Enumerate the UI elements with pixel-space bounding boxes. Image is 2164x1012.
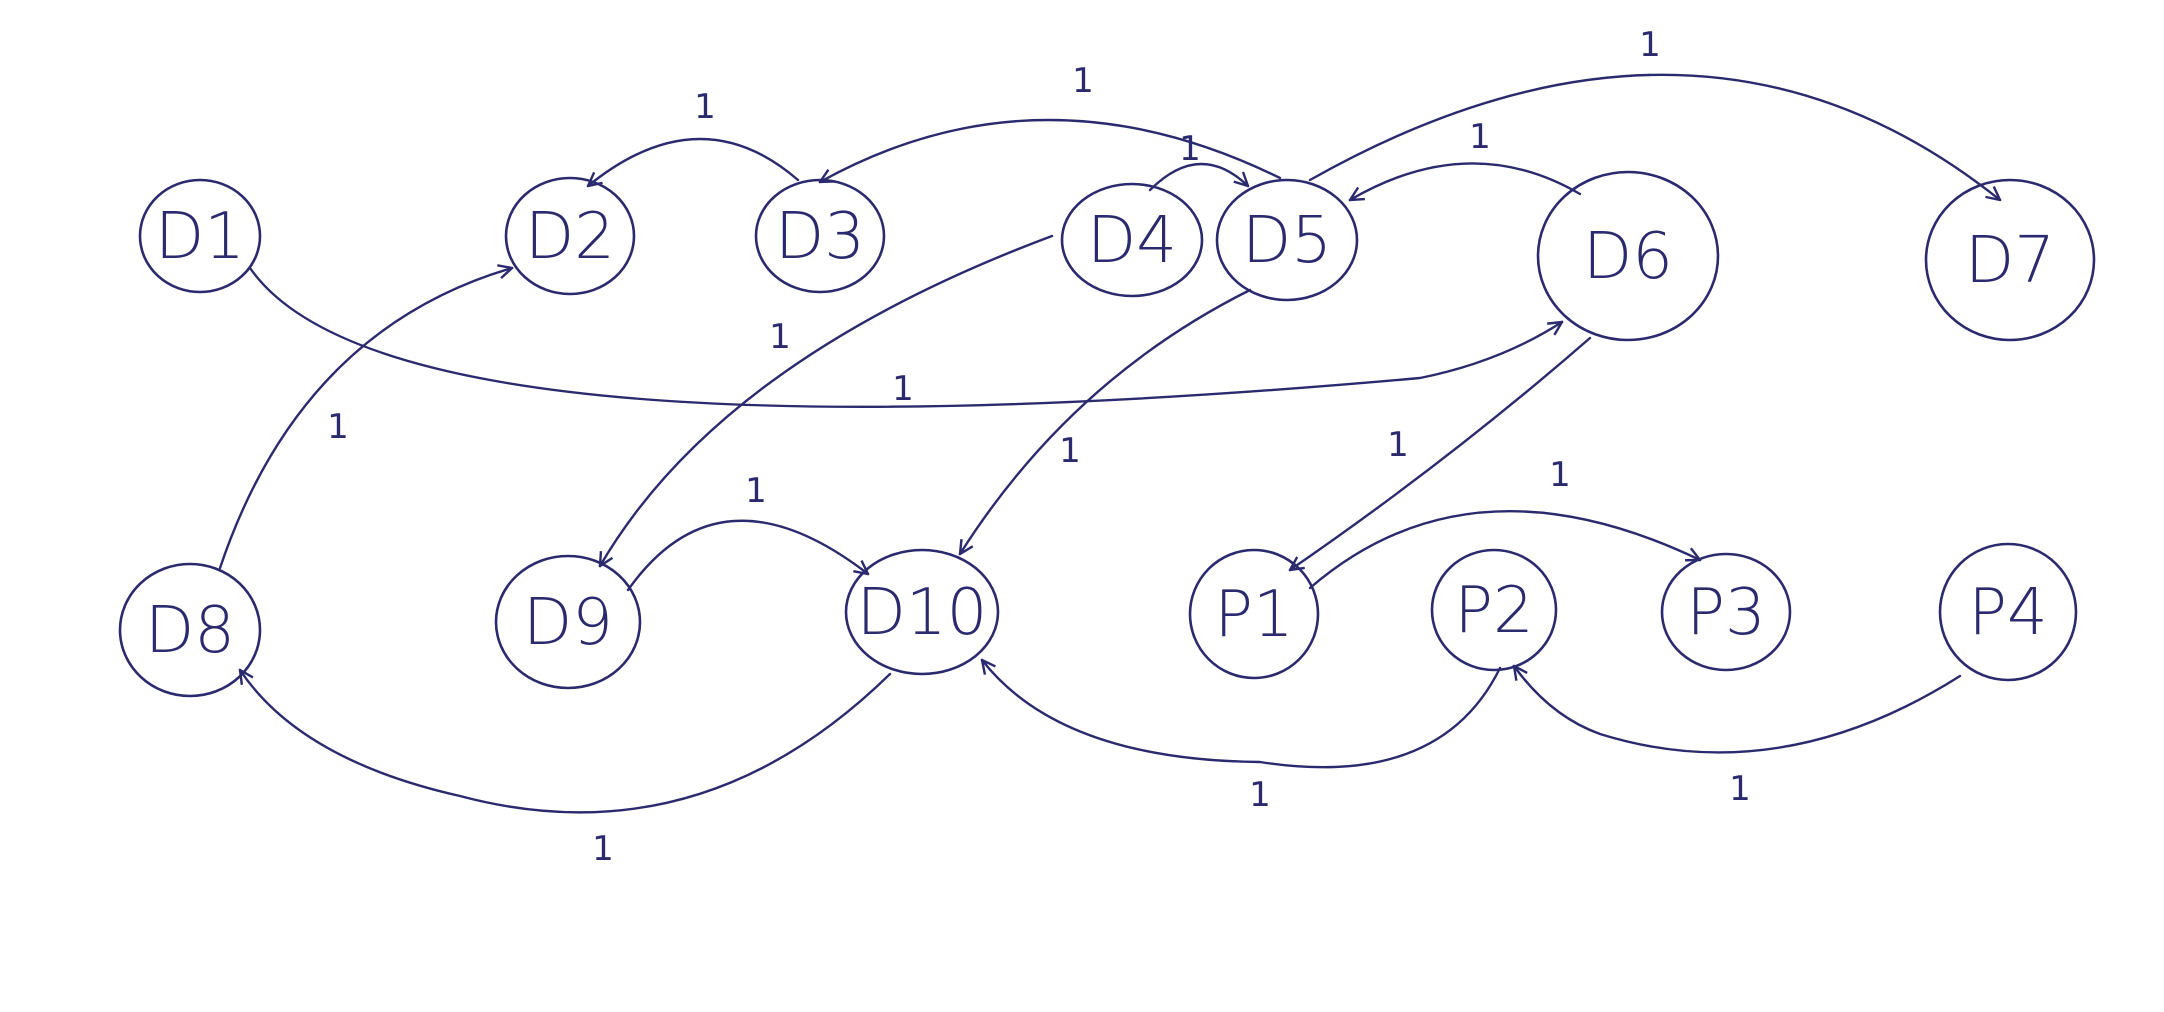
edge-weight-label: 1 bbox=[694, 87, 716, 127]
node-p1: P1 bbox=[1188, 548, 1320, 680]
edge-d4-to-d5: 1 bbox=[1148, 129, 1248, 192]
edge-weight-label: 1 bbox=[1387, 425, 1409, 465]
edge-arrow bbox=[1514, 666, 1962, 754]
edge-arrow bbox=[240, 670, 892, 814]
edges-layer: 1 1 1 1 1 1 1 1 1 1 1 1 1 1 1 bbox=[218, 25, 2000, 869]
node-circle bbox=[1430, 548, 1558, 672]
node-circle bbox=[844, 548, 1000, 676]
edge-weight-label: 1 bbox=[1059, 431, 1081, 471]
edge-arrow bbox=[1308, 510, 1700, 590]
node-circle bbox=[1060, 182, 1204, 298]
node-circle bbox=[1660, 552, 1792, 672]
node-d3: D3 bbox=[754, 178, 886, 294]
node-circle bbox=[504, 176, 636, 296]
node-d4: D4 bbox=[1060, 182, 1204, 298]
edge-arrow bbox=[960, 288, 1252, 554]
edge-weight-label: 1 bbox=[745, 471, 767, 511]
edge-arrow bbox=[1148, 162, 1248, 192]
node-label: P2 bbox=[1454, 574, 1533, 648]
edge-weight-label: 1 bbox=[327, 407, 349, 447]
node-label: D3 bbox=[775, 200, 865, 274]
node-d5: D5 bbox=[1215, 178, 1359, 302]
node-p2: P2 bbox=[1430, 548, 1558, 672]
node-circle bbox=[754, 178, 886, 294]
node-label: D6 bbox=[1583, 220, 1673, 294]
node-label: D8 bbox=[145, 594, 235, 668]
edge-arrow bbox=[248, 266, 1562, 408]
node-d1: D1 bbox=[138, 178, 262, 294]
node-label: D9 bbox=[523, 586, 613, 660]
node-circle bbox=[1215, 178, 1359, 302]
edge-d8-to-d2: 1 bbox=[218, 268, 512, 570]
node-circle bbox=[118, 562, 262, 698]
edge-d9-to-d10: 1 bbox=[626, 471, 868, 592]
edge-d5-to-d7: 1 bbox=[1308, 25, 2000, 200]
edge-arrow bbox=[1308, 73, 2000, 200]
edge-arrow bbox=[588, 137, 800, 186]
node-circle bbox=[1924, 178, 2096, 342]
node-p3: P3 bbox=[1660, 552, 1792, 672]
edge-arrow bbox=[820, 118, 1282, 182]
edge-p2-to-d10: 1 bbox=[982, 660, 1502, 815]
edge-d10-to-d8: 1 bbox=[240, 670, 892, 869]
node-label: D1 bbox=[155, 200, 245, 274]
edge-d3-to-d2: 1 bbox=[588, 87, 800, 186]
node-circle bbox=[1188, 548, 1320, 680]
node-label: D2 bbox=[525, 200, 615, 274]
edge-arrow bbox=[218, 268, 512, 570]
node-label: P1 bbox=[1214, 578, 1293, 652]
node-label: D7 bbox=[1965, 224, 2055, 298]
node-label: D10 bbox=[857, 576, 988, 650]
node-circle bbox=[1536, 170, 1720, 342]
edge-d5-to-d3: 1 bbox=[820, 61, 1282, 182]
node-d2: D2 bbox=[504, 176, 636, 296]
edge-weight-label: 1 bbox=[1072, 61, 1094, 101]
edge-weight-label: 1 bbox=[1549, 455, 1571, 495]
edge-arrow bbox=[982, 660, 1502, 769]
edge-arrow bbox=[600, 234, 1054, 566]
node-d10: D10 bbox=[844, 548, 1000, 676]
node-circle bbox=[494, 554, 642, 690]
edge-weight-label: 1 bbox=[1729, 769, 1751, 809]
edge-p4-to-p2: 1 bbox=[1514, 666, 1962, 809]
node-d8: D8 bbox=[118, 562, 262, 698]
edge-weight-label: 1 bbox=[1249, 775, 1271, 815]
node-label: D5 bbox=[1242, 204, 1332, 278]
edge-weight-label: 1 bbox=[592, 829, 614, 869]
node-label: P3 bbox=[1686, 576, 1765, 650]
edge-weight-label: 1 bbox=[769, 317, 791, 357]
edge-weight-label: 1 bbox=[1639, 25, 1661, 65]
node-d7: D7 bbox=[1924, 178, 2096, 342]
edge-d6-to-d5: 1 bbox=[1350, 117, 1582, 200]
edge-d6-to-p1: 1 bbox=[1290, 336, 1592, 570]
node-label: D4 bbox=[1087, 204, 1177, 278]
edge-d1-to-d6: 1 bbox=[248, 266, 1562, 409]
node-label: P4 bbox=[1968, 576, 2047, 650]
edge-d4-to-d9: 1 bbox=[600, 234, 1054, 566]
edge-arrow bbox=[626, 519, 868, 592]
node-d9: D9 bbox=[494, 554, 642, 690]
edge-arrow bbox=[1290, 336, 1592, 570]
edge-arrow bbox=[1350, 162, 1582, 200]
node-circle bbox=[1938, 542, 2078, 682]
edge-weight-label: 1 bbox=[892, 369, 914, 409]
node-circle bbox=[138, 178, 262, 294]
node-p4: P4 bbox=[1938, 542, 2078, 682]
edge-d5-to-d10: 1 bbox=[960, 288, 1252, 554]
edge-weight-label: 1 bbox=[1179, 129, 1201, 169]
edge-weight-label: 1 bbox=[1469, 117, 1491, 157]
edge-p1-to-p3: 1 bbox=[1308, 455, 1700, 590]
node-d6: D6 bbox=[1536, 170, 1720, 342]
